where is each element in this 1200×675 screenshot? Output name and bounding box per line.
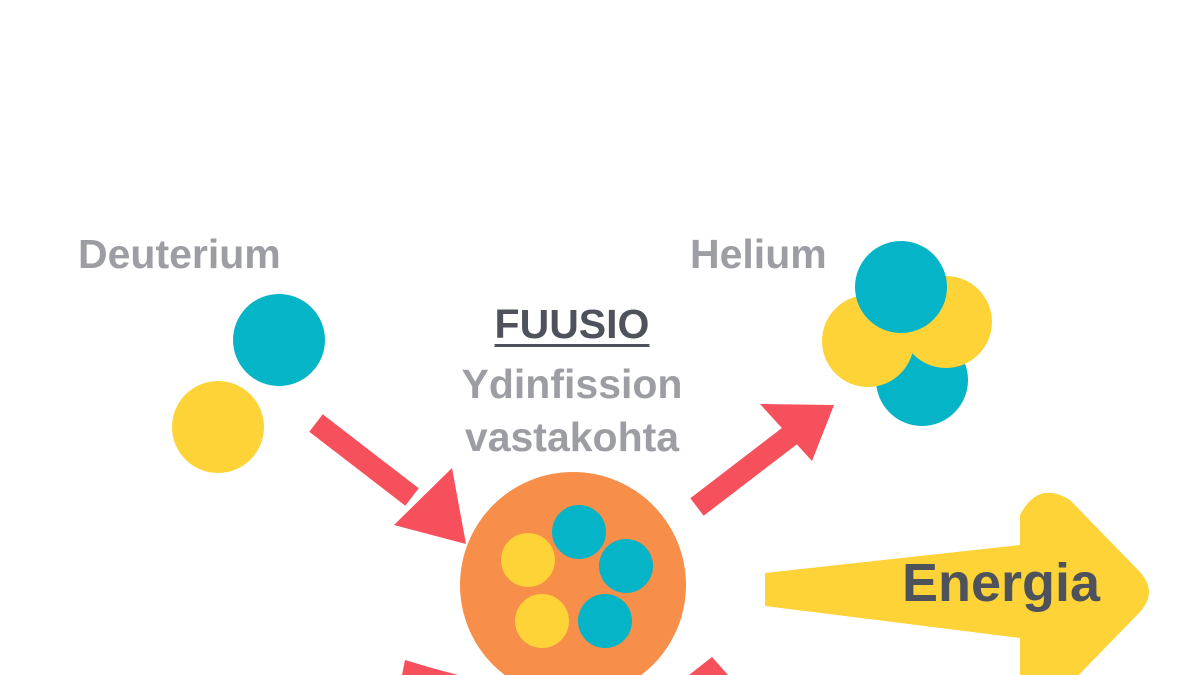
diagram-title-text: FUUSIO bbox=[494, 301, 650, 347]
nucleus-neutron bbox=[599, 539, 653, 593]
energy-label: Energia bbox=[902, 553, 1101, 613]
fusion-nucleus bbox=[460, 472, 686, 675]
subtitle-line-1: Ydinfission bbox=[461, 361, 683, 407]
arrow-deuterium-to-nucleus bbox=[309, 414, 466, 544]
helium-atom bbox=[822, 241, 992, 426]
nucleus-body bbox=[460, 472, 686, 675]
helium-neutron bbox=[855, 241, 947, 333]
arrow-head bbox=[394, 468, 466, 544]
diagram-title: FUUSIO bbox=[460, 300, 684, 348]
energy-arrow bbox=[765, 492, 1149, 675]
deuterium-label: Deuterium bbox=[78, 231, 281, 277]
arrow-bottom-right bbox=[689, 657, 728, 675]
arrow-head bbox=[760, 404, 834, 461]
helium-label: Helium bbox=[690, 231, 827, 277]
arrow-shaft bbox=[690, 419, 807, 516]
deuterium-neutron bbox=[233, 294, 325, 386]
deuterium-proton bbox=[172, 381, 264, 473]
nucleus-proton bbox=[501, 533, 555, 587]
nucleus-neutron bbox=[578, 594, 632, 648]
arrow-bottom-left bbox=[402, 660, 458, 675]
nucleus-neutron bbox=[552, 505, 606, 559]
subtitle-line-2: vastakohta bbox=[464, 414, 680, 460]
deuterium-atom bbox=[172, 294, 325, 473]
nucleus-proton bbox=[515, 594, 569, 648]
arrow-shaft bbox=[309, 414, 419, 506]
arrow-nucleus-to-helium bbox=[690, 404, 834, 516]
